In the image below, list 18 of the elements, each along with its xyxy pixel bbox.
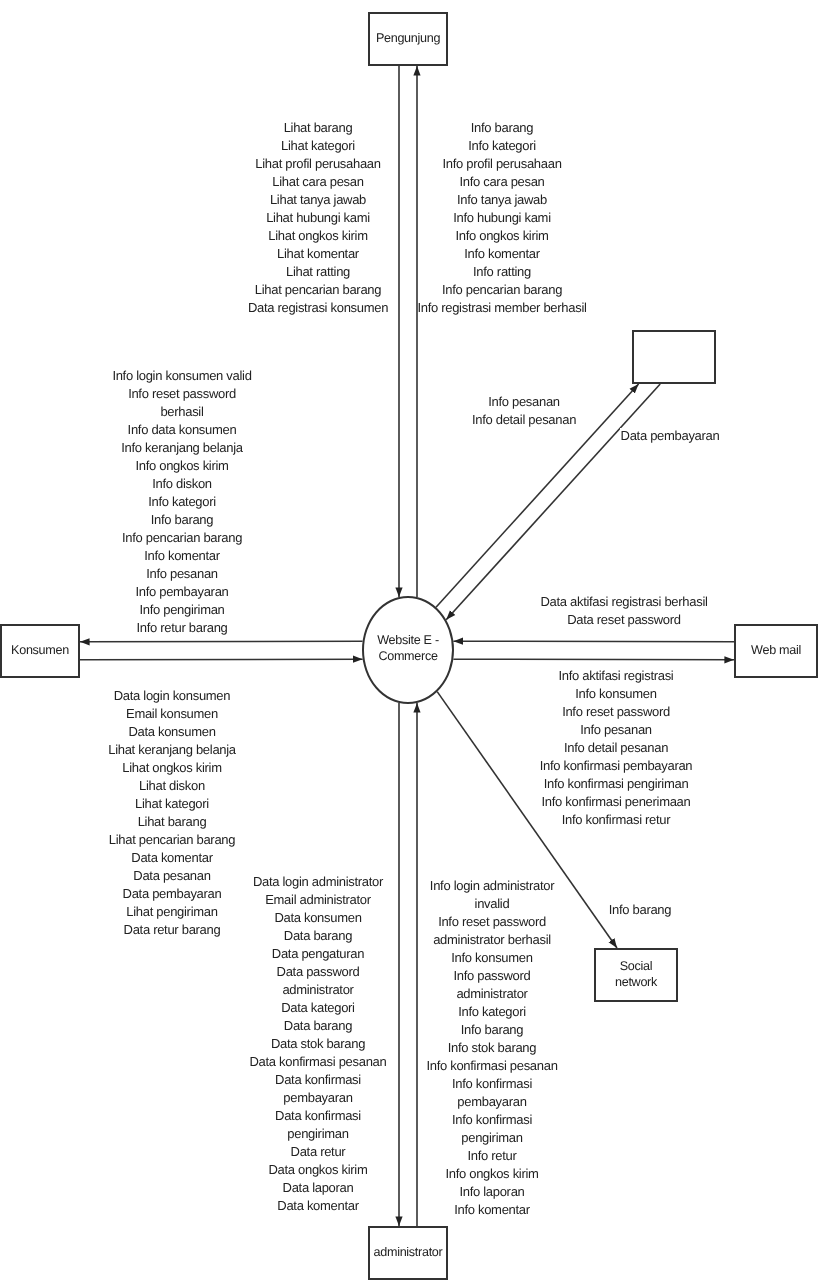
data-flow-arrow <box>395 65 403 598</box>
data-flow-arrow <box>79 655 364 663</box>
external-entity-box <box>734 624 818 678</box>
data-flow-arrow <box>79 638 364 646</box>
data-flow-arrow <box>435 383 640 608</box>
data-flow-arrow <box>413 65 421 598</box>
data-flow-arrow <box>413 702 421 1227</box>
external-entity-box <box>594 948 678 1002</box>
external-entity-box <box>632 330 716 384</box>
data-flow-arrow <box>395 702 403 1227</box>
external-entity-box <box>368 1226 448 1280</box>
external-entity-box <box>0 624 80 678</box>
data-flow-arrow <box>436 690 618 949</box>
data-flow-arrow <box>452 656 735 664</box>
process-circle <box>362 596 454 704</box>
data-flow-arrow <box>445 383 661 621</box>
data-flow-arrow <box>452 637 735 645</box>
external-entity-box <box>368 12 448 66</box>
